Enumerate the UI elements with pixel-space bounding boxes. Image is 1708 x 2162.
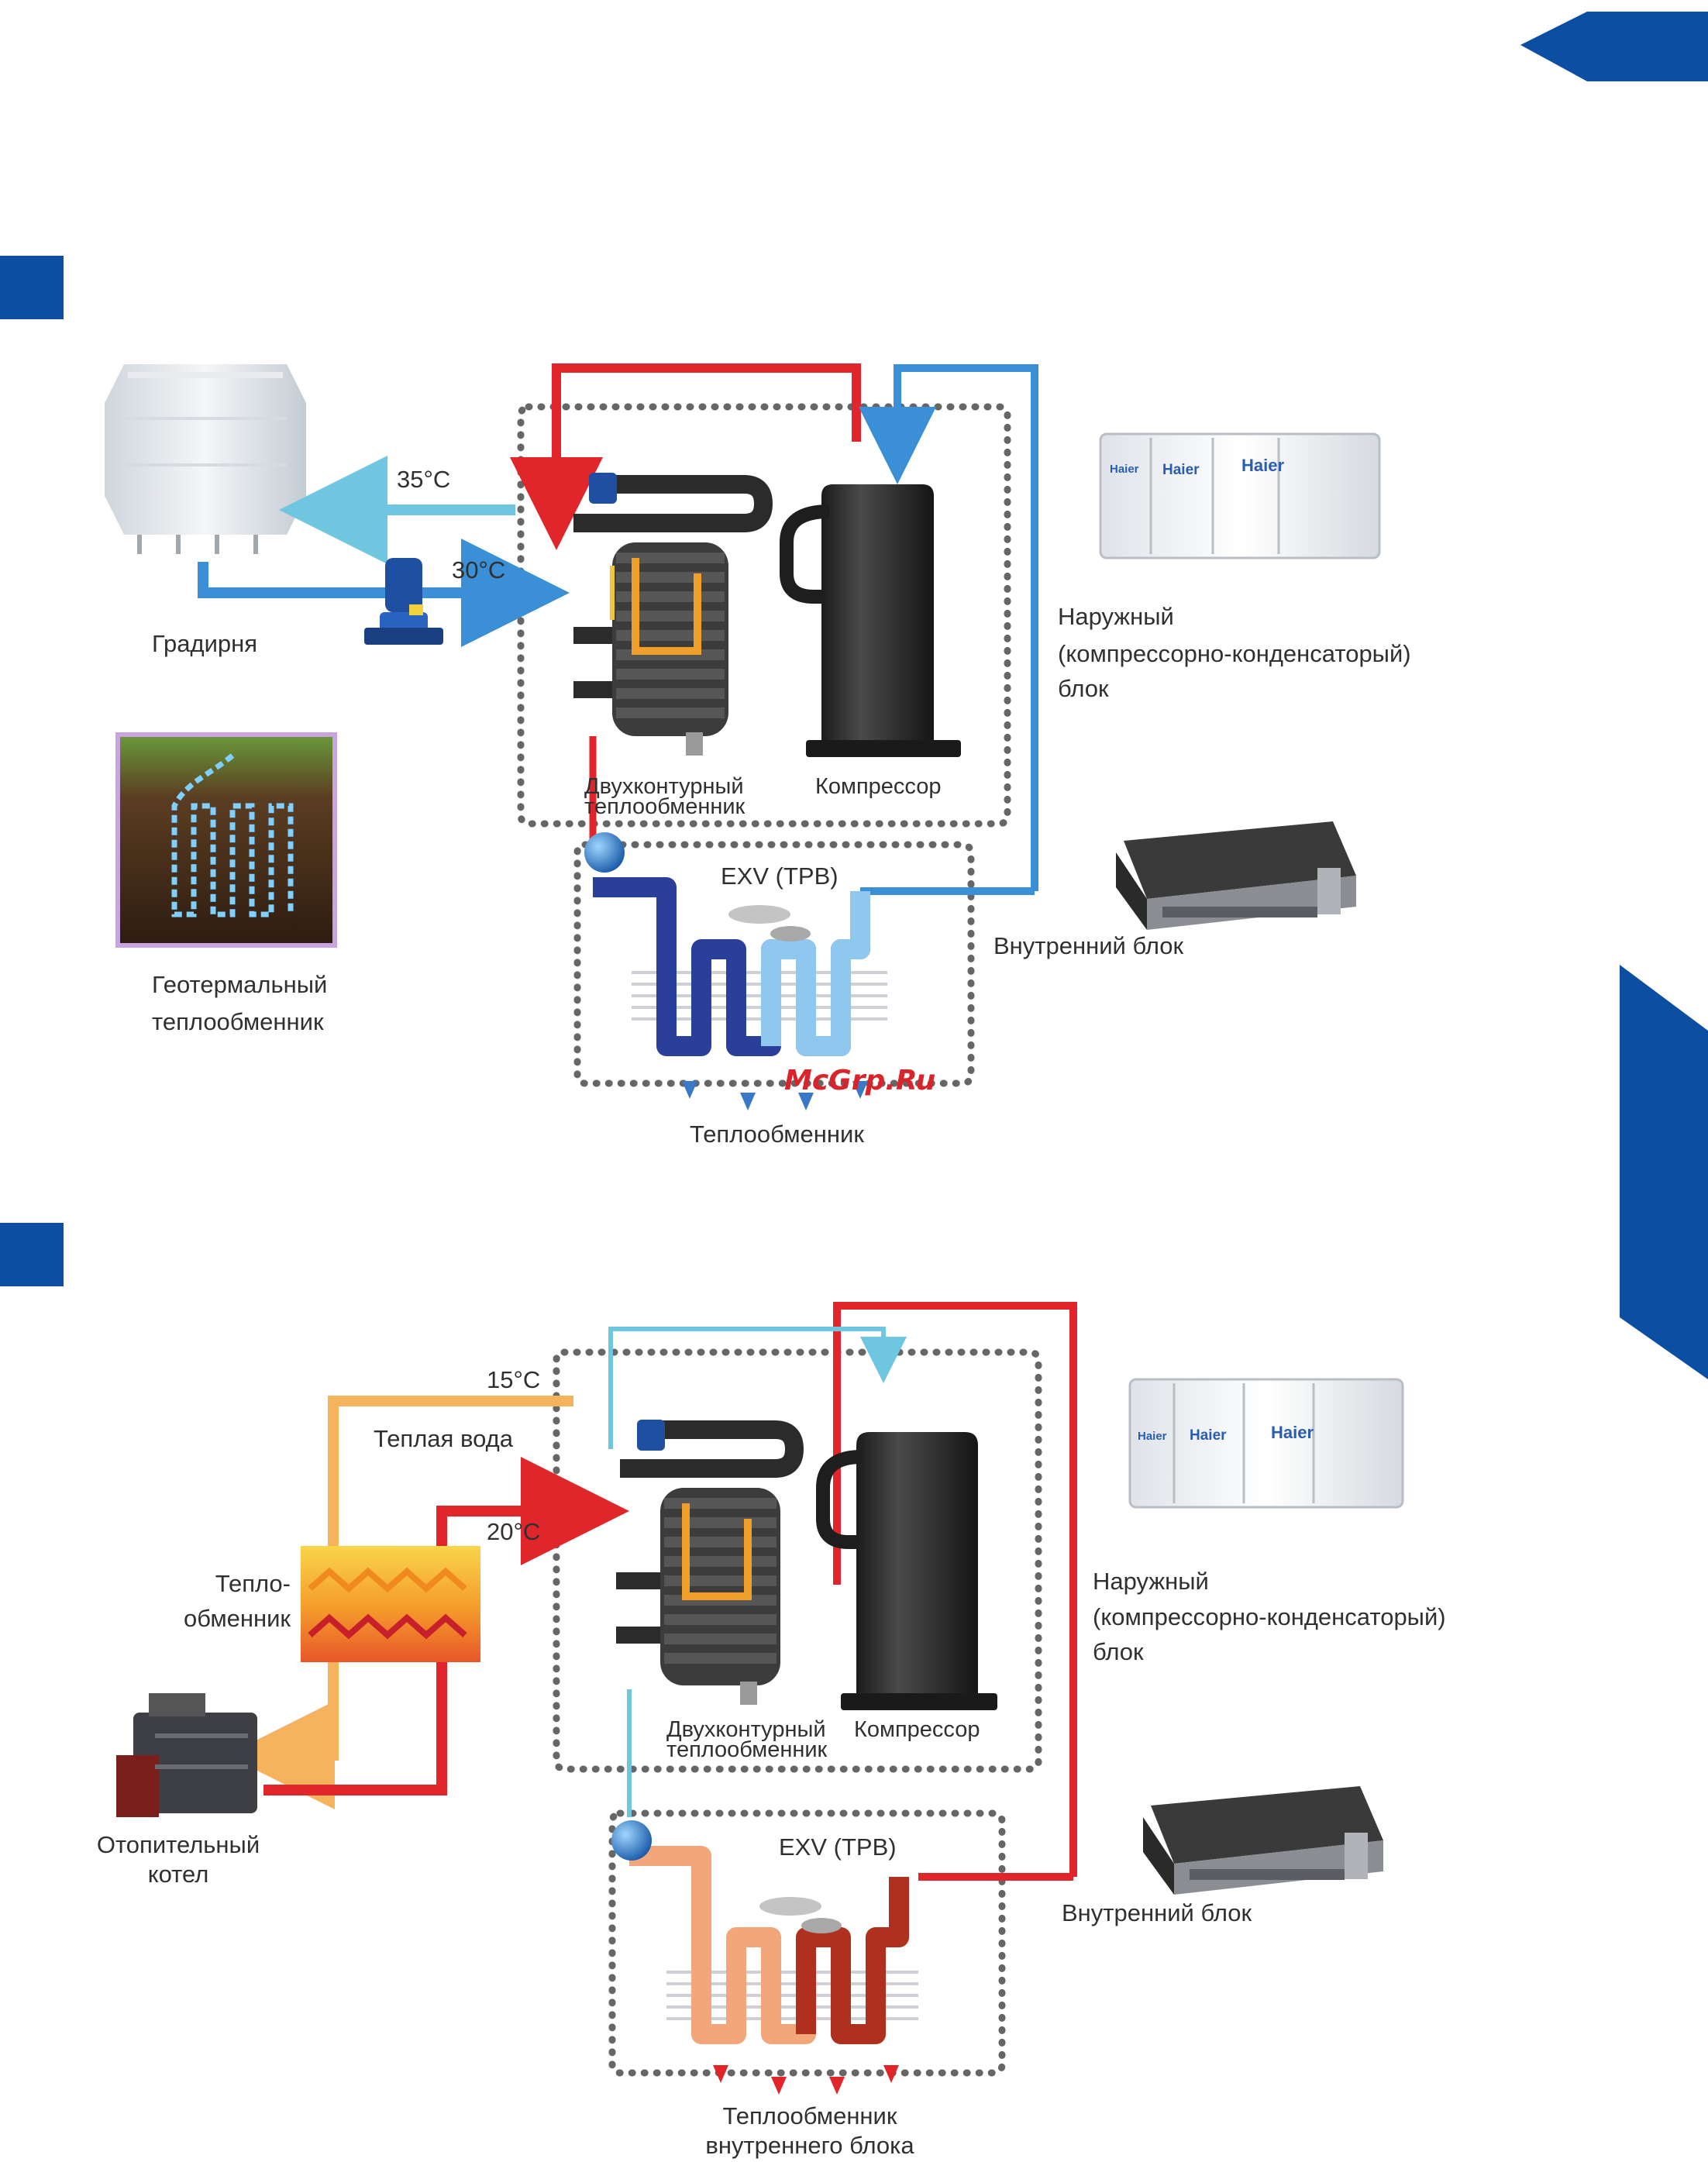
indoor-unit-boundary-top xyxy=(573,841,975,1087)
outdoor-unit-label-line2: (компрессорно-конденсаторый) xyxy=(1058,640,1411,667)
boiler-label-line1: Отопительный xyxy=(96,1831,260,1858)
dual-exchanger-label-line1: Двухконтурный xyxy=(584,774,744,799)
warm-water-label: Теплая вода xyxy=(374,1425,513,1452)
brand-logo-1-bottom: Haier xyxy=(1138,1430,1167,1443)
compressor-label: Компрессор xyxy=(815,774,942,799)
dual-circuit-exchanger-icon-top xyxy=(573,473,773,756)
section-marker-top xyxy=(0,256,64,319)
brand-logo-2-top: Haier xyxy=(1162,462,1200,478)
indoor-exchanger-icon-bottom xyxy=(629,1846,918,2044)
geothermal-exchanger-label-line1: Геотермальный xyxy=(152,971,328,998)
indoor-unit-icon-top xyxy=(1116,821,1356,930)
compressor-label-bottom: Компрессор xyxy=(854,1717,980,1742)
exchanger-label: Теплообменник xyxy=(690,1121,864,1148)
pipe-suction-top xyxy=(859,364,1038,891)
brand-logo-3-top: Haier xyxy=(1241,456,1284,475)
exv-valve-icon-bottom xyxy=(611,1820,652,1861)
dual-exchanger-label-bottom-line1: Двухконтурный xyxy=(666,1717,826,1742)
indoor-unit-label: Внутренний блок xyxy=(993,932,1184,959)
outdoor-unit-label-bottom-line3: блок xyxy=(1093,1638,1144,1665)
boiler-icon xyxy=(116,1693,257,1817)
boiler-label-line2: котел xyxy=(147,1861,209,1888)
indoor-unit-boundary-bottom xyxy=(608,1809,1006,2077)
exv-label-bottom: EXV (ТРВ) xyxy=(779,1833,897,1861)
dual-circuit-exchanger-icon-bottom xyxy=(616,1420,804,1705)
indoor-exchanger-label-line2: внутреннего блока xyxy=(705,2132,914,2159)
cooling-tower-icon xyxy=(105,364,306,554)
outdoor-unit-boundary-top xyxy=(517,403,1011,828)
outdoor-unit-label-bottom-line2: (компрессорно-конденсаторый) xyxy=(1093,1603,1446,1630)
temperature-in-label: 15°C xyxy=(487,1366,541,1393)
indoor-exchanger-label-line1: Теплообменник xyxy=(722,2102,897,2129)
heat-exchanger-icon xyxy=(301,1546,480,1662)
dual-exchanger-label-line2: теплообменник xyxy=(584,794,746,819)
pipe-liquid-bottom xyxy=(608,1327,907,1449)
outdoor-unit-icon-bottom: Haier Haier Haier xyxy=(1128,1378,1404,1509)
heat-exchanger-label-line1: Тепло- xyxy=(215,1570,291,1597)
airflow-arrows-top xyxy=(682,1081,868,1110)
pipe-hot-gas-top xyxy=(510,363,861,550)
outdoor-unit-label-line3: блок xyxy=(1058,675,1109,702)
airflow-arrows-bottom xyxy=(713,2065,899,2095)
geothermal-exchanger-icon xyxy=(115,732,337,948)
outdoor-unit-label-line1: Наружный xyxy=(1058,603,1174,630)
exv-label: EXV (ТРВ) xyxy=(721,862,839,890)
temperature-out-label: 20°C xyxy=(487,1518,541,1545)
outdoor-unit-label-bottom-line1: Наружный xyxy=(1093,1568,1209,1595)
outdoor-unit-icon-top: Haier Haier Haier xyxy=(1099,432,1381,559)
geothermal-exchanger-label-line2: теплообменник xyxy=(152,1008,324,1035)
brand-logo-2-bottom: Haier xyxy=(1190,1427,1227,1444)
heat-exchanger-label-line2: обменник xyxy=(184,1605,291,1632)
exv-valve-icon-top xyxy=(584,832,625,873)
brand-logo-1-top: Haier xyxy=(1110,463,1139,476)
compressor-icon-top xyxy=(780,484,961,757)
watermark-text: McGrp.Ru xyxy=(784,1065,936,1096)
indoor-exchanger-icon-top xyxy=(593,877,887,1056)
pump-icon xyxy=(364,558,443,645)
indoor-unit-icon-bottom xyxy=(1143,1786,1383,1895)
side-tab xyxy=(1620,965,1708,1379)
brand-logo-3-bottom: Haier xyxy=(1271,1423,1314,1442)
dual-exchanger-label-bottom-line2: теплообменник xyxy=(666,1737,828,1762)
temperature-supply-label: 35°C xyxy=(397,466,451,493)
section-marker-bottom xyxy=(0,1223,64,1286)
compressor-icon-bottom xyxy=(816,1432,997,1710)
cooling-tower-label: Градирня xyxy=(152,630,258,657)
page-corner-tab xyxy=(1520,12,1708,81)
indoor-unit-label-bottom: Внутренний блок xyxy=(1062,1899,1252,1926)
pipe-suction-bottom xyxy=(833,1302,1077,1877)
temperature-return-label: 30°C xyxy=(452,556,506,584)
